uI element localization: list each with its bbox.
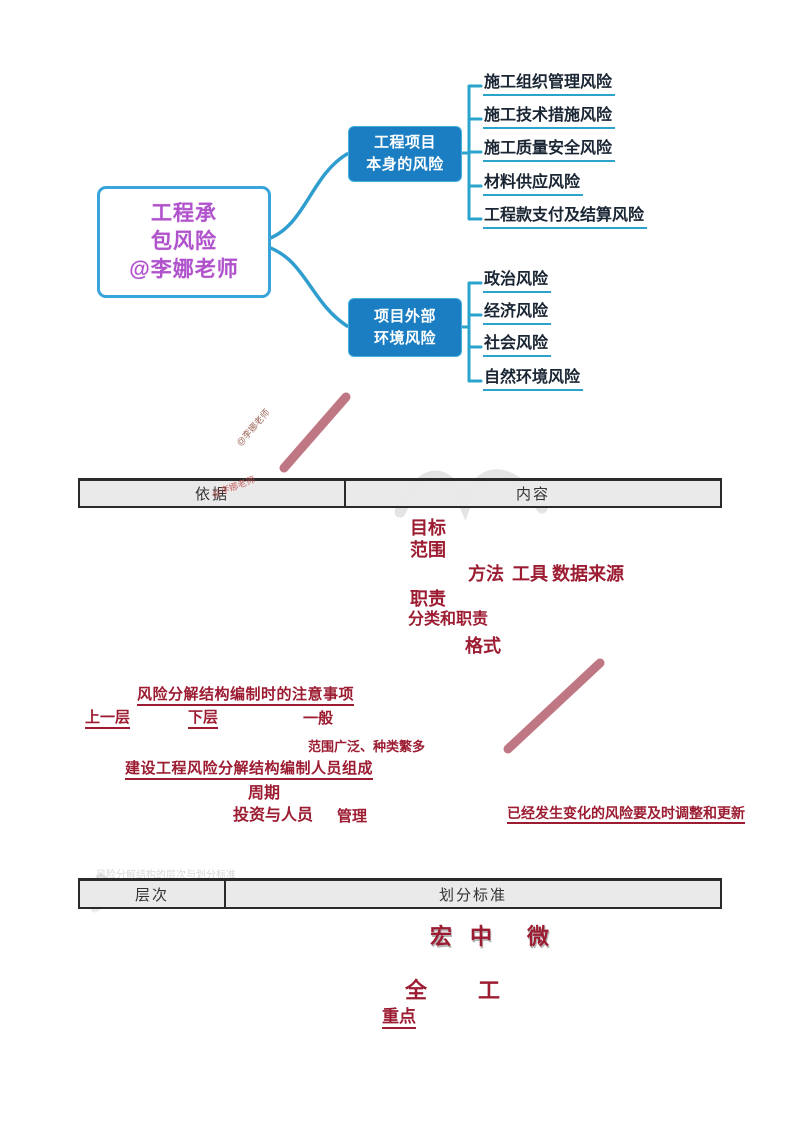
rose-stroke-watermark <box>279 392 351 473</box>
note-cycle: 周期 <box>248 785 281 802</box>
annotation-r2-a: 全 <box>405 978 428 1003</box>
root-topic-line2: 包风险 <box>151 230 217 254</box>
branch-external-env[interactable]: 项目外部 环境风险 <box>348 298 462 357</box>
annotation-data-sources: 数据来源 <box>552 564 624 584</box>
branch-project-itself[interactable]: 工程项目 本身的风险 <box>348 126 462 182</box>
leaf-topic[interactable]: 自然环境风险 <box>483 370 584 391</box>
annotation-goal: 目标 <box>410 518 446 538</box>
note-manage: 管理 <box>337 808 368 825</box>
branch1-label-line2: 本身的风险 <box>366 156 444 173</box>
note-upper-layer: 上一层 <box>85 710 131 729</box>
annotation-level-micro: 微 <box>527 924 550 949</box>
edge-root-branch1 <box>263 152 349 242</box>
annotation-classify: 分类和职责 <box>408 611 489 628</box>
root-topic-line1: 工程承 <box>151 202 217 226</box>
branch2-label-line1: 项目外部 <box>373 307 436 325</box>
annotation-level-macro: 宏 <box>430 924 453 949</box>
annotation-r3: 重点 <box>382 1008 416 1029</box>
leaf-topic[interactable]: 施工质量安全风险 <box>483 141 616 162</box>
branch1-bracket <box>458 84 483 221</box>
root-topic[interactable]: 工程承 包风险 @李娜老师 <box>97 186 271 298</box>
branch1-label-line1: 工程项目 <box>373 134 436 152</box>
leaf-topic[interactable]: 施工技术措施风险 <box>483 108 616 129</box>
note-lower-layer: 下层 <box>188 710 219 729</box>
basis-content-table: 依据 内容 <box>78 478 722 508</box>
annotation-method: 方法 <box>468 564 504 584</box>
branch2-bracket <box>458 281 483 383</box>
leaf-topic[interactable]: 经济风险 <box>483 304 552 325</box>
leaf-topic[interactable]: 材料供应风险 <box>483 175 584 196</box>
note-rbs-cautions: 风险分解结构编制时的注意事项 <box>137 687 355 706</box>
annotation-r2-b: 工 <box>478 978 501 1003</box>
leaf-topic[interactable]: 施工组织管理风险 <box>483 75 616 96</box>
level-criteria-table: 层次 划分标准 <box>78 878 722 909</box>
note-invest: 投资与人员 <box>233 807 314 824</box>
leaf-topic[interactable]: 社会风险 <box>483 336 552 357</box>
branch2-label-line2: 环境风险 <box>373 329 436 347</box>
annotation-duty: 职责 <box>410 589 446 609</box>
note-update: 已经发生变化的风险要及时调整和更新 <box>507 806 745 824</box>
leaf-topic[interactable]: 工程款支付及结算风险 <box>483 208 648 229</box>
table2-header-level: 层次 <box>80 881 226 907</box>
rose-stroke-watermark-2 <box>503 658 605 754</box>
leaf-topic[interactable]: 政治风险 <box>483 272 552 293</box>
root-topic-author: @李娜老师 <box>129 257 239 281</box>
annotation-scope: 范围 <box>410 540 446 560</box>
table2-header-criteria: 划分标准 <box>438 886 507 904</box>
annotation-level-meso: 中 <box>470 924 493 949</box>
edge-root-branch2 <box>263 244 349 328</box>
table1-header-content: 内容 <box>515 486 550 503</box>
table2-caption: 风险分解结构的层次与划分标准 <box>96 870 236 881</box>
annotation-tools: 工具 <box>512 564 548 584</box>
note-rbs-team: 建设工程风险分解结构编制人员组成 <box>125 761 374 780</box>
table1-header-basis: 依据 <box>80 481 346 506</box>
annotation-format: 格式 <box>465 636 501 656</box>
note-general: 一般 <box>303 710 334 727</box>
note-wide-range: 范围广泛、种类繁多 <box>308 739 426 754</box>
